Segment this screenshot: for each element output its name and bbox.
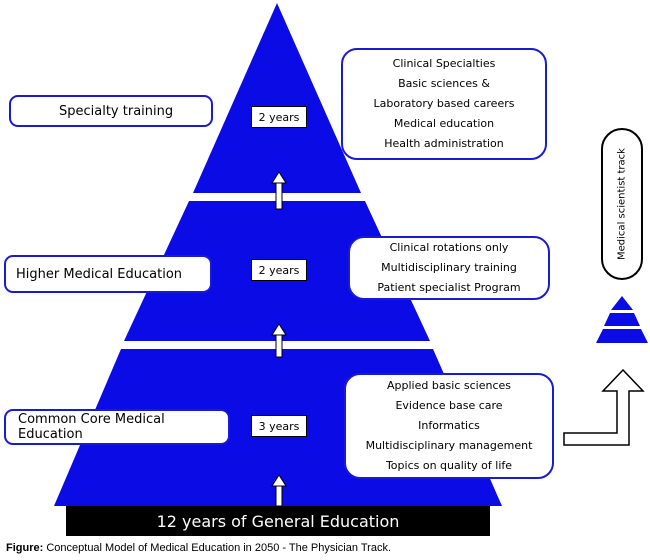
detail-item: Basic sciences & — [398, 77, 490, 90]
base-general-education: 12 years of General Education — [66, 506, 490, 536]
years-badge: 2 years — [251, 259, 307, 281]
up-arrow-icon — [271, 323, 287, 358]
caption-text: Conceptual Model of Medical Education in… — [46, 542, 391, 554]
detail-item: Applied basic sciences — [386, 379, 512, 392]
detail-item: Clinical Specialties — [392, 57, 496, 70]
tier-label-higher: Higher Medical Education — [4, 255, 212, 293]
years-badge: 3 years — [251, 415, 307, 437]
pyramid-tier-top — [193, 3, 361, 193]
tier-details-specialty: Clinical Specialties Basic sciences & La… — [341, 48, 547, 160]
detail-item: Laboratory based careers — [373, 97, 515, 110]
caption-prefix: Figure: — [6, 542, 44, 554]
tier-label-specialty: Specialty training — [9, 95, 213, 127]
tier-details-higher: Clinical rotations only Multidisciplinar… — [348, 236, 550, 300]
detail-item: Evidence base care — [395, 399, 503, 412]
track-label: Medical scientist track — [616, 148, 628, 260]
tier-label-common-core: Common Core Medical Education — [4, 409, 230, 445]
detail-item: Topics on quality of life — [385, 459, 513, 472]
detail-item: Clinical rotations only — [389, 241, 509, 254]
years-badge: 2 years — [251, 106, 307, 128]
mini-pyramid-icon — [596, 296, 648, 343]
detail-item: Patient specialist Program — [377, 281, 521, 294]
detail-item: Multidisciplinary training — [381, 261, 517, 274]
figure-caption: Figure: Conceptual Model of Medical Educ… — [6, 542, 391, 554]
detail-item: Health administration — [384, 137, 504, 150]
detail-item: Multidisciplinary management — [365, 439, 533, 452]
bent-arrow-icon — [563, 368, 645, 446]
detail-item: Medical education — [393, 117, 495, 130]
up-arrow-icon — [271, 171, 287, 210]
detail-item: Informatics — [418, 419, 480, 432]
medical-scientist-track: Medical scientist track — [601, 128, 643, 280]
tier-details-common-core: Applied basic sciences Evidence base car… — [344, 373, 554, 479]
